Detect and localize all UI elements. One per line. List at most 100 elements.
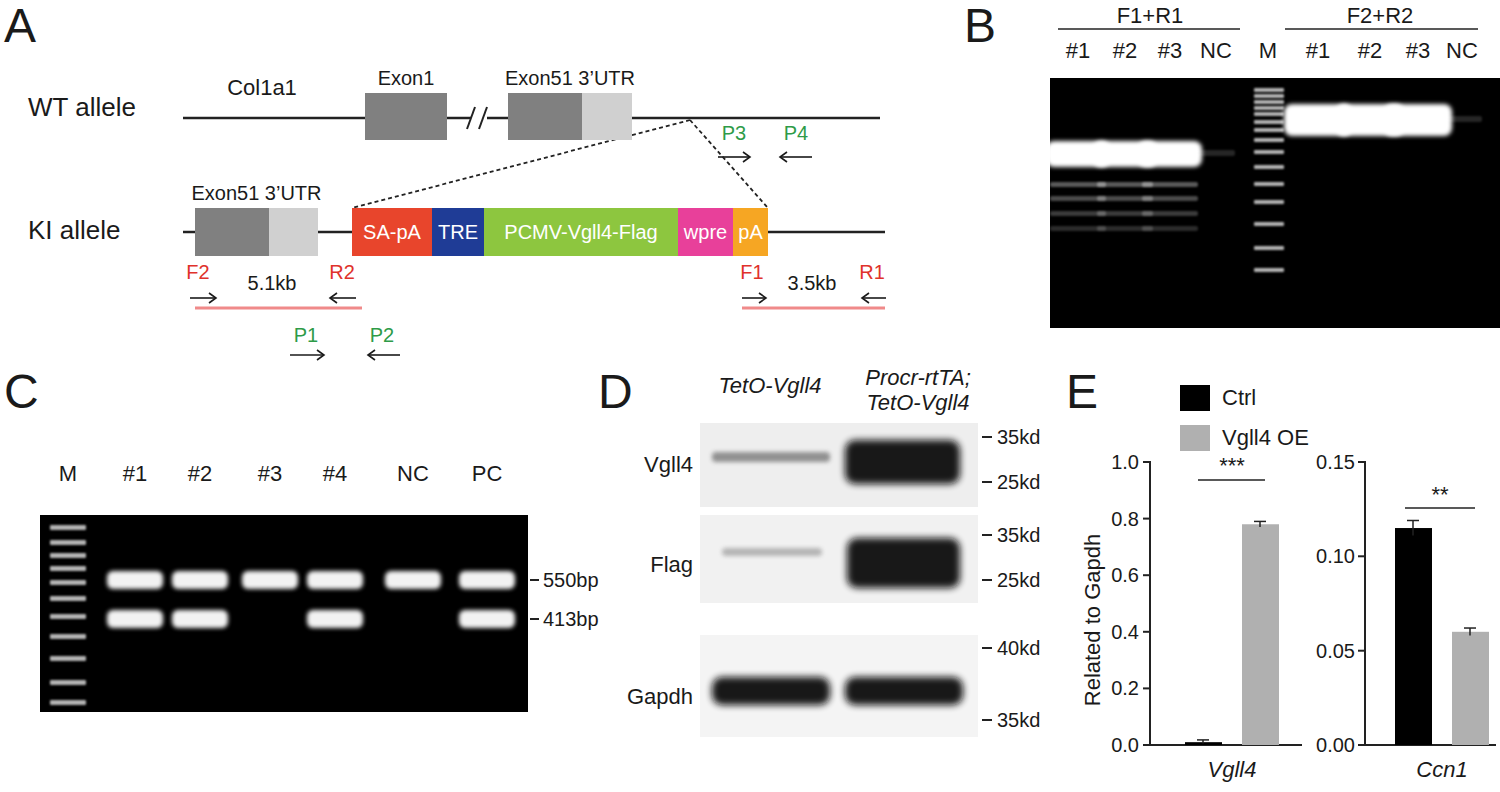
gel-band <box>385 571 441 589</box>
lane-label: #2 <box>1358 38 1382 63</box>
gel-smear <box>1142 226 1198 231</box>
lane-label: #1 <box>123 461 147 486</box>
cassette-element: TRE <box>432 208 484 256</box>
ladder-band <box>50 634 86 639</box>
ladder-band <box>1254 150 1284 154</box>
axis-tick-label: 0.10 <box>1316 545 1355 568</box>
mw-marker-label: 35kd <box>997 426 1040 449</box>
axis-title: Related to Gapdh <box>1080 534 1105 706</box>
legend-swatch <box>1180 385 1210 411</box>
size-tick <box>530 618 539 620</box>
lane-label: NC <box>397 461 429 486</box>
ladder-band <box>1254 165 1284 169</box>
panel-letter: A <box>4 0 36 54</box>
allele-break-mark <box>467 107 475 129</box>
axis-tick-label: 0.8 <box>1111 507 1139 530</box>
significance-bar <box>1198 479 1265 481</box>
panel-letter: E <box>1066 364 1098 419</box>
exon-utr-box: Exon51 3’UTR <box>195 208 318 256</box>
axis-tick-label: 0.00 <box>1316 734 1355 757</box>
element-label: PCMV-Vgll4-Flag <box>504 221 657 244</box>
primer-arrowhead <box>759 293 766 303</box>
axis-tick <box>1358 744 1365 746</box>
amplicon-bar <box>742 307 885 310</box>
panel-letter: C <box>4 364 39 419</box>
axis-tick <box>1358 555 1365 557</box>
gene-axis-label: Ccn1 <box>1416 757 1467 782</box>
blot-strip <box>700 635 978 737</box>
lane-label: M <box>1259 38 1277 63</box>
error-bar <box>1197 739 1209 741</box>
ladder-band <box>50 614 86 619</box>
gel-band <box>107 571 163 589</box>
lane-label: NC <box>1446 38 1478 63</box>
ladder-band <box>1254 100 1284 104</box>
ladder-band <box>1254 120 1284 124</box>
lane-label: #4 <box>323 461 347 486</box>
primer-arrowhead <box>330 293 337 303</box>
y-axis <box>1149 461 1151 746</box>
exon-label: Exon1 <box>378 67 435 90</box>
size-label: 3.5kb <box>788 272 837 295</box>
error-bar <box>1259 521 1261 527</box>
mw-marker-label: 25kd <box>997 569 1040 592</box>
primer-arrow <box>742 297 766 299</box>
gel-smear <box>1142 182 1198 187</box>
gel-band <box>459 571 515 589</box>
primer-label: F1 <box>740 261 763 284</box>
ladder-band <box>1254 138 1284 142</box>
primer-label: P1 <box>294 324 318 347</box>
cassette-element: pA <box>733 208 768 256</box>
lane-label: #2 <box>188 461 212 486</box>
mw-tick <box>982 534 992 536</box>
element-label: SA-pA <box>363 221 421 244</box>
axis-tick <box>1143 687 1150 689</box>
primer-arrow <box>190 297 216 299</box>
mw-tick <box>982 481 992 483</box>
blot-band <box>845 440 960 484</box>
band-size-label: 550bp <box>543 569 599 592</box>
lane-label: #1 <box>1306 38 1330 63</box>
gel-band <box>459 610 515 628</box>
primer-pair-label: F2+R2 <box>1347 3 1414 28</box>
y-axis <box>1364 461 1366 746</box>
insertion-guide <box>690 120 768 208</box>
blot-band <box>712 677 830 705</box>
mw-marker-label: 25kd <box>997 471 1040 494</box>
ladder-band <box>50 566 86 571</box>
gene-label: Col1a1 <box>227 75 297 100</box>
significance-mark: ** <box>1431 482 1448 507</box>
bar <box>1452 632 1489 745</box>
mw-tick <box>982 579 992 581</box>
primer-label: R2 <box>329 261 355 284</box>
axis-tick <box>1143 574 1150 576</box>
gel-band <box>172 610 228 628</box>
significance-bar <box>1405 507 1475 509</box>
exon-box: Exon1 <box>365 93 447 140</box>
axis-tick-label: 0.2 <box>1111 677 1139 700</box>
ladder-band <box>1254 200 1284 204</box>
blot-band <box>722 548 822 556</box>
error-bar <box>1254 521 1266 523</box>
gene-axis-label: Vgll4 <box>1208 757 1257 782</box>
primer-label: P4 <box>784 122 808 145</box>
ladder-band <box>1254 246 1284 250</box>
exon-label: Exon51 3’UTR <box>191 182 321 205</box>
cassette-element: wpre <box>678 208 733 256</box>
primer-arrow <box>290 354 324 356</box>
ladder-band <box>1254 268 1284 272</box>
bar <box>1395 528 1432 745</box>
primer-pair-label: F1+R1 <box>1117 3 1184 28</box>
genotype-label: Procr-rtTA; TetO-Vgll4 <box>843 365 993 416</box>
gel-band <box>307 571 363 589</box>
gel-band <box>1138 141 1202 167</box>
error-bar <box>1412 520 1414 535</box>
lane-label: #3 <box>1158 38 1182 63</box>
gel-band <box>1384 104 1452 136</box>
element-label: wpre <box>684 221 727 244</box>
gel-image <box>40 515 528 712</box>
primer-arrow <box>368 354 400 356</box>
mw-tick <box>982 647 992 649</box>
blot-band <box>712 452 830 462</box>
